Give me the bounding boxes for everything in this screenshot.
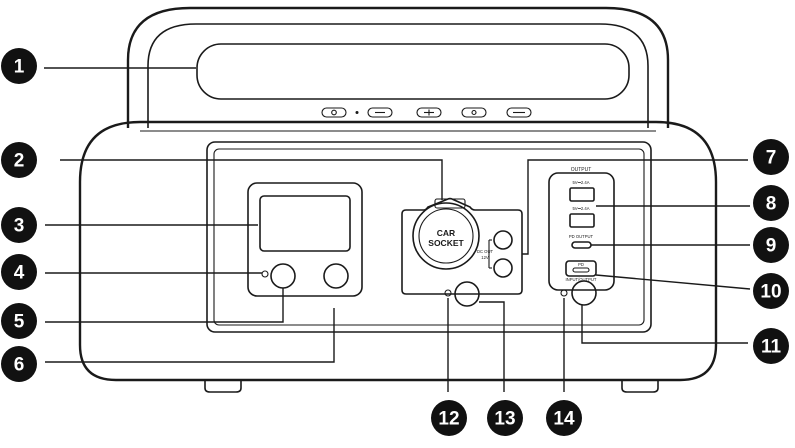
top-control-buttons xyxy=(321,107,532,118)
callout-14: 14 xyxy=(546,400,582,436)
device-body xyxy=(78,120,718,393)
top-button-power[interactable] xyxy=(321,107,347,118)
callout-10: 10 xyxy=(753,273,789,309)
display-module xyxy=(247,182,363,297)
callout-8: 8 xyxy=(753,185,789,221)
right-foot xyxy=(621,380,659,393)
handle-grip xyxy=(196,43,630,100)
callouts: 1 2 3 4 5 6 7 8 9 10 11 12 13 14 xyxy=(1,48,789,436)
svg-text:7: 7 xyxy=(766,148,777,169)
light-icon xyxy=(471,109,477,116)
svg-text:9: 9 xyxy=(766,236,777,257)
power-icon xyxy=(331,109,337,116)
svg-text:10: 10 xyxy=(760,282,781,303)
dc-out-port-2[interactable] xyxy=(493,258,513,278)
car-socket-label-line2: SOCKET xyxy=(428,238,464,248)
car-socket-label-line1: CAR xyxy=(437,228,455,238)
svg-text:8: 8 xyxy=(766,194,777,215)
lcd-screen xyxy=(259,195,351,252)
svg-text:5: 5 xyxy=(14,312,25,333)
pd-output-label: PD OUTPUT xyxy=(569,234,594,239)
dc-out-port-1[interactable] xyxy=(493,230,513,250)
carry-handle xyxy=(126,6,670,128)
front-panel-outer xyxy=(206,141,652,333)
ac-indicator-led xyxy=(261,270,269,278)
left-foot xyxy=(204,380,242,393)
svg-text:2: 2 xyxy=(14,151,25,172)
usb-a-2-label: 5V⎓2.4A xyxy=(572,206,589,211)
usb-a-port-1[interactable] xyxy=(569,187,595,202)
dc-out-label-line2: 12V xyxy=(481,255,489,260)
car-socket-cap-hinge xyxy=(434,198,466,209)
svg-text:11: 11 xyxy=(761,337,782,358)
callout-9: 9 xyxy=(753,227,789,263)
callout-1: 1 xyxy=(1,48,37,84)
callout-4: 4 xyxy=(1,254,37,290)
dc-module: CAR SOCKET DC OUT 12V xyxy=(401,197,523,307)
top-button-plus[interactable] xyxy=(416,107,442,118)
leader-lines xyxy=(44,67,751,392)
usb-a-port-2[interactable] xyxy=(569,213,595,228)
pd-io-port-frame xyxy=(565,260,597,277)
pd-output-port[interactable] xyxy=(571,241,592,249)
dc-out-label-line1: DC OUT xyxy=(477,249,493,254)
svg-text:4: 4 xyxy=(14,263,25,284)
top-indicator-dot xyxy=(355,111,359,114)
svg-text:1: 1 xyxy=(14,57,25,78)
pd-port-sublabel: INPUT/OUTPUT xyxy=(566,277,597,282)
display-power-button[interactable] xyxy=(270,263,296,289)
dc-indicator-led xyxy=(444,289,452,297)
usb-output-button[interactable] xyxy=(571,280,597,306)
svg-text:3: 3 xyxy=(14,216,25,237)
callout-12: 12 xyxy=(431,400,467,436)
callout-3: 3 xyxy=(1,207,37,243)
ac-output-button[interactable] xyxy=(323,263,349,289)
dc-output-button[interactable] xyxy=(454,281,480,307)
callout-13: 13 xyxy=(487,400,523,436)
callout-6: 6 xyxy=(1,346,37,382)
svg-text:14: 14 xyxy=(553,409,575,430)
output-header: OUTPUT xyxy=(571,167,592,173)
top-button-light[interactable] xyxy=(461,107,487,118)
callout-2: 2 xyxy=(1,142,37,178)
svg-text:12: 12 xyxy=(438,409,459,430)
top-button-minus[interactable] xyxy=(367,107,393,118)
callout-7: 7 xyxy=(753,139,789,175)
top-button-mode[interactable] xyxy=(506,107,532,118)
callout-11: 11 xyxy=(753,328,789,364)
usb-indicator-led xyxy=(560,289,568,297)
pd-io-port[interactable] xyxy=(572,267,590,273)
svg-text:6: 6 xyxy=(14,355,25,376)
svg-text:13: 13 xyxy=(494,409,515,430)
callout-5: 5 xyxy=(1,303,37,339)
pd-port-label: PD xyxy=(578,262,584,267)
usb-a-1-label: 5V⎓2.4A xyxy=(572,180,589,185)
front-panel-inner xyxy=(213,148,645,326)
car-socket[interactable] xyxy=(412,202,480,270)
output-module: OUTPUT 5V⎓2.4A 5V⎓2.4A PD OUTPUT PD INPU… xyxy=(548,167,615,306)
